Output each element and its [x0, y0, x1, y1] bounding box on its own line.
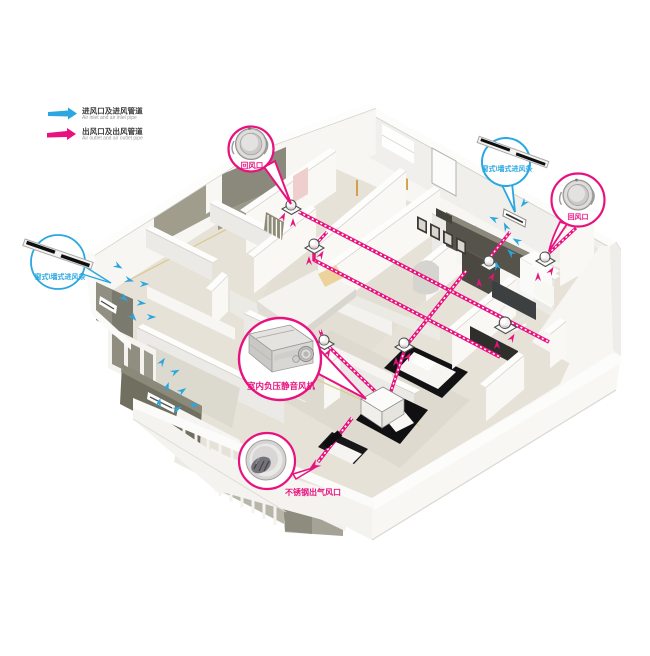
svg-text:进风口及进风管道: 进风口及进风管道 [82, 106, 143, 116]
svg-text:出风口及出风管道: 出风口及出风管道 [82, 126, 143, 136]
svg-text:回风口: 回风口 [241, 161, 264, 170]
svg-text:回风口: 回风口 [568, 212, 589, 221]
svg-text:窗式\墙式进风条: 窗式\墙式进风条 [35, 272, 87, 281]
svg-text:室内负压静音风机: 室内负压静音风机 [247, 381, 316, 391]
svg-text:不锈钢出气风口: 不锈钢出气风口 [285, 487, 341, 497]
svg-text:窗式\墙式进风条: 窗式\墙式进风条 [482, 164, 534, 173]
svg-text:Air outlet and air outlet pipe: Air outlet and air outlet pipe [82, 136, 143, 142]
svg-text:Air inlet and air inlet pipe: Air inlet and air inlet pipe [82, 115, 137, 121]
